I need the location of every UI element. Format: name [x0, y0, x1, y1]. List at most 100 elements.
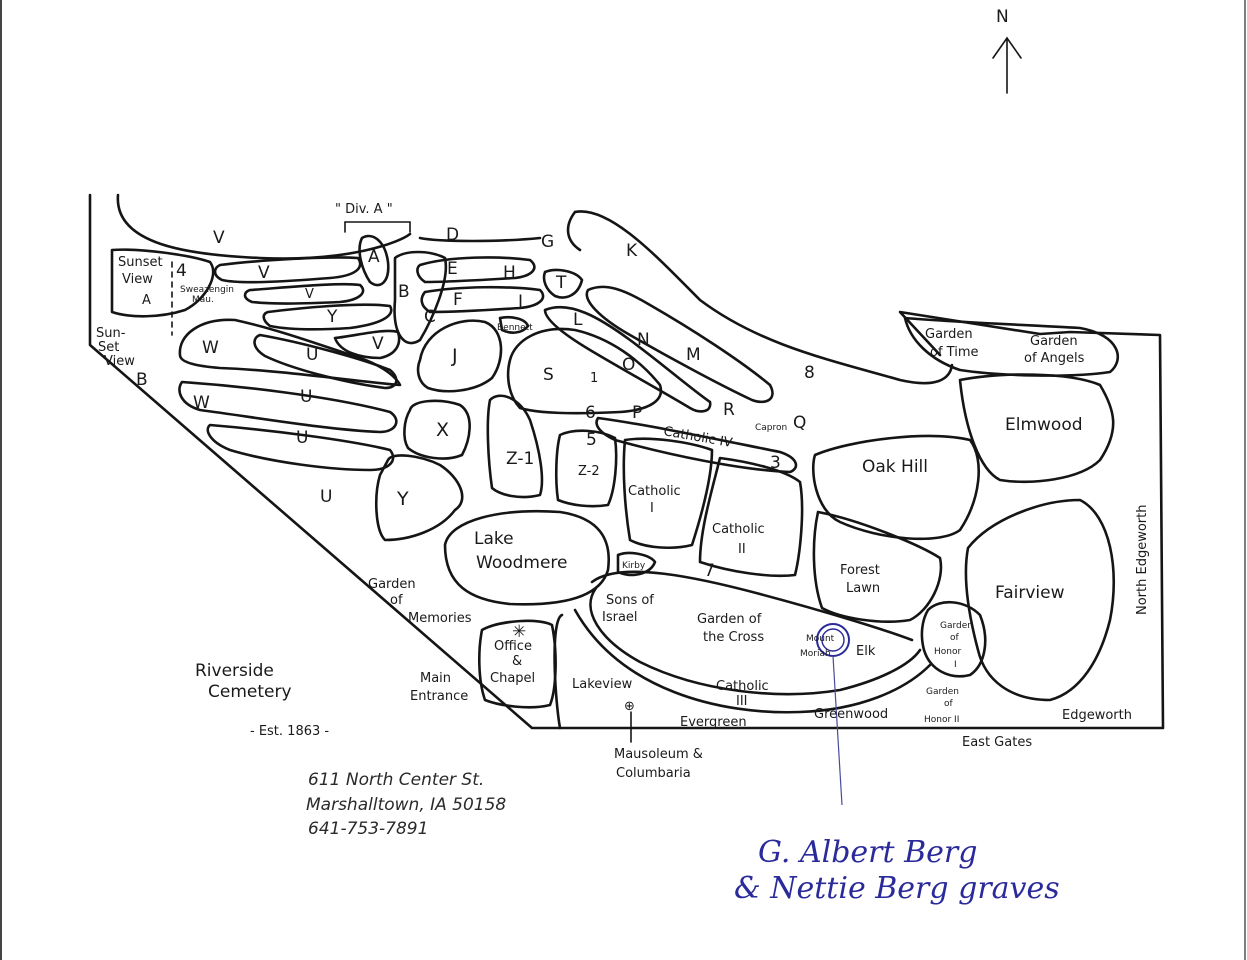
label-chapel: Chapel	[490, 671, 535, 686]
annotation-line2: & Nettie Berg graves	[734, 871, 1060, 906]
label-sunset-b-2: Set	[98, 340, 119, 355]
label-u3: U	[296, 428, 308, 448]
label-sweazengin-1: Sweazengin	[180, 285, 234, 295]
label-honor-i-3: Honor	[934, 647, 961, 657]
label-edgeworth: Edgeworth	[1062, 708, 1132, 723]
label-h: H	[503, 263, 516, 283]
label-catholic-ii-2: II	[738, 542, 746, 557]
label-fairview: Fairview	[995, 583, 1065, 603]
label-f: F	[453, 290, 463, 310]
label-y-big: Y	[396, 488, 409, 510]
title-line2: Cemetery	[208, 682, 292, 702]
address-street: 611 North Center St.	[308, 770, 484, 790]
label-o: O	[622, 355, 635, 375]
address-block: 611 North Center St. Marshalltown, IA 50…	[306, 770, 506, 839]
label-c: C	[424, 307, 436, 327]
title-est: - Est. 1863 -	[250, 724, 329, 739]
label-sunset-b-3: View	[104, 354, 135, 369]
label-sons-israel-2: Israel	[602, 610, 638, 625]
label-main-entrance-2: Entrance	[410, 689, 468, 704]
label-north-edgeworth: North Edgeworth	[1135, 505, 1150, 615]
label-u4: U	[320, 487, 332, 507]
label-garden-angels-2: of Angels	[1024, 351, 1085, 366]
label-garden-cross-1: Garden of	[697, 612, 762, 627]
label-honor-ii-2: of	[944, 699, 954, 709]
label-e: E	[447, 259, 458, 279]
label-honor-i-4: I	[954, 660, 957, 670]
label-greenwood: Greenwood	[814, 707, 888, 722]
label-garden-cross-2: the Cross	[703, 630, 764, 645]
label-catholic-i-2: I	[650, 501, 654, 516]
label-mount-moriah-1: Mount	[806, 634, 835, 644]
label-honor-ii-1: Garden	[926, 687, 959, 697]
label-5: 5	[586, 430, 597, 450]
label-q: Q	[793, 413, 806, 433]
address-phone: 641-753-7891	[308, 819, 428, 839]
label-sunset-view-a-1: Sunset	[118, 255, 163, 270]
address-city: Marshalltown, IA 50158	[306, 795, 506, 815]
label-6: 6	[585, 403, 596, 423]
label-d: D	[446, 225, 459, 245]
label-s: S	[543, 365, 554, 385]
label-forest-lawn-1: Forest	[840, 563, 880, 578]
label-catholic-iii-2: III	[736, 694, 748, 709]
plots	[110, 234, 1119, 709]
label-forest-lawn-2: Lawn	[846, 581, 880, 596]
label-j: J	[451, 345, 458, 367]
label-v-top: V	[213, 228, 225, 248]
label-l: L	[573, 310, 583, 330]
section-labels: V " Div. A " D G K Sunset View A 4 Sweaz…	[96, 202, 1150, 781]
label-4: 4	[176, 261, 187, 281]
label-w2: W	[193, 393, 210, 413]
label-8: 8	[804, 363, 815, 383]
label-mausoleum-2: Columbaria	[616, 766, 691, 781]
label-kirby: Kirby	[622, 561, 646, 571]
label-sunset-view-a-2: View	[122, 272, 153, 287]
label-catholic-iii-1: Catholic	[716, 679, 769, 694]
label-office: Office	[494, 639, 532, 654]
label-div-a: " Div. A "	[335, 202, 393, 217]
label-main-entrance-1: Main	[420, 671, 451, 686]
grave-location-marker	[816, 623, 850, 806]
label-garden-time-1: Garden	[925, 327, 973, 342]
label-p: P	[632, 403, 642, 423]
label-u2: U	[300, 387, 312, 407]
label-b: B	[398, 282, 410, 302]
label-t: T	[555, 273, 567, 293]
label-y1: Y	[326, 307, 338, 327]
north-arrow-icon	[992, 36, 1022, 94]
label-elk: Elk	[856, 644, 876, 659]
label-sunset-view-a-3: A	[142, 293, 151, 308]
office-star-icon: ✳	[512, 622, 526, 642]
label-honor-i-1: Garden	[940, 621, 973, 631]
cemetery-outline	[88, 193, 1165, 730]
label-u1: U	[306, 345, 318, 365]
label-elmwood: Elmwood	[1005, 415, 1083, 435]
annotation-line1: G. Albert Berg	[758, 835, 977, 870]
label-garden-memories-3: Memories	[408, 611, 472, 626]
label-z1: Z-1	[506, 449, 534, 469]
label-n: N	[637, 330, 650, 350]
label-v1: V	[258, 263, 270, 283]
label-z2: Z-2	[578, 464, 600, 479]
label-m: M	[686, 345, 701, 365]
label-sunset-b-4: B	[136, 370, 148, 390]
label-r: R	[723, 400, 735, 420]
label-catholic-i-1: Catholic	[628, 484, 681, 499]
label-catholic-ii-1: Catholic	[712, 522, 765, 537]
title-block: Riverside Cemetery - Est. 1863 -	[195, 661, 329, 739]
label-v3: V	[372, 334, 384, 354]
label-x: X	[436, 419, 449, 441]
label-3: 3	[770, 453, 781, 473]
label-garden-memories-1: Garden	[368, 577, 416, 592]
label-lakeview: Lakeview	[572, 677, 633, 692]
mausoleum-icon: ⊕	[624, 699, 635, 714]
label-garden-time-2: of Time	[930, 345, 978, 360]
label-lake-woodmere-1: Lake	[474, 529, 514, 549]
label-honor-i-2: of	[950, 633, 960, 643]
label-office-amp: &	[512, 654, 522, 669]
label-g: G	[541, 232, 554, 252]
title-line1: Riverside	[195, 661, 274, 681]
compass-label: N	[996, 7, 1009, 27]
